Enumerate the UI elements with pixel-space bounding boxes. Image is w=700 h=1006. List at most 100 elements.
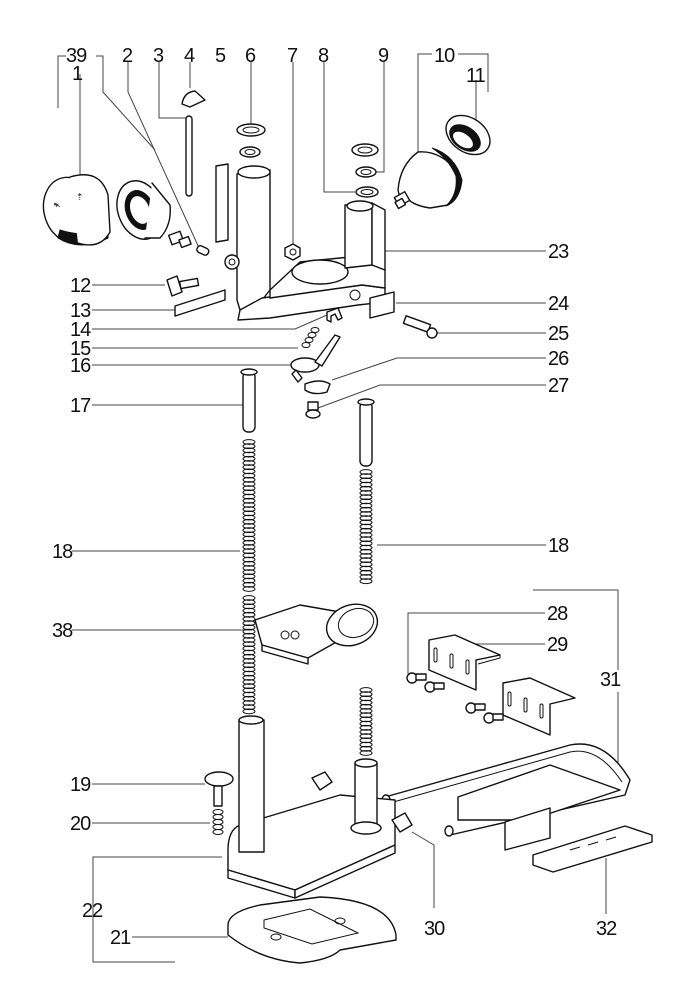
spring-coil	[242, 586, 256, 592]
spring-coil	[359, 536, 373, 543]
spring-coil	[242, 514, 256, 521]
spring-coil	[242, 573, 256, 580]
part-8-9-washers	[351, 143, 379, 198]
part-22-base-assembly	[227, 715, 396, 899]
callout-32: 32	[596, 918, 617, 940]
spring-coil	[242, 632, 256, 639]
callout-22: 22	[82, 900, 103, 922]
leader-39-left	[57, 55, 66, 108]
spring-coil	[242, 485, 256, 492]
part-15-spring	[301, 327, 320, 348]
leader-28	[407, 612, 545, 674]
spring-coil	[242, 472, 256, 479]
spring-coil	[242, 620, 256, 627]
spring-coil	[242, 708, 256, 715]
spring-coil	[242, 548, 256, 555]
spring-coil	[242, 518, 256, 525]
part-11-knob-ring	[445, 114, 491, 156]
spring-coil	[359, 712, 373, 719]
spring-coil	[242, 531, 256, 538]
part-5-strip	[215, 163, 229, 243]
part-4-tab	[181, 90, 206, 108]
leader-8	[323, 62, 355, 193]
spring-coil	[359, 708, 373, 714]
spring-coil	[359, 523, 373, 530]
spring-coil	[359, 729, 373, 735]
part-24-clamp-plate	[369, 291, 395, 319]
spring-coil	[242, 539, 256, 546]
spring-coil	[242, 443, 256, 450]
leader-39-right	[96, 55, 156, 151]
spring-coil	[242, 666, 256, 673]
spring-coil	[242, 670, 256, 677]
part-3-long-pin	[185, 115, 193, 197]
part-10-clamp-knob	[393, 147, 463, 210]
leader-3	[158, 62, 188, 119]
part-16-lever	[290, 334, 341, 383]
callout-10: 10	[434, 45, 455, 67]
part-6-circlip-washer	[236, 123, 266, 158]
part-31-parallel-guide	[381, 743, 631, 851]
spring-coil	[359, 745, 373, 752]
callout-28: 28	[547, 603, 568, 625]
spring-coil	[242, 481, 256, 487]
leader-26	[331, 357, 546, 381]
leader-22	[92, 856, 175, 963]
spring-coil	[242, 455, 256, 462]
spring-coil	[242, 653, 256, 660]
svg-text:↟: ↟	[51, 199, 63, 211]
callout-14: 14	[70, 319, 91, 341]
leader-27	[317, 384, 546, 409]
callout-6: 6	[245, 45, 256, 67]
part-20-spring	[212, 809, 224, 835]
spring-coil	[242, 493, 256, 500]
leader-10-left	[417, 53, 432, 152]
spring-coil	[242, 506, 256, 513]
spring-coil	[359, 477, 373, 484]
part-12-wing-screw	[166, 275, 200, 297]
spring-coil	[359, 469, 373, 475]
part-26-stop-plate	[304, 380, 331, 395]
spring-coil	[242, 460, 256, 466]
part-27-set-screw	[305, 401, 321, 419]
spring-coil	[359, 540, 373, 547]
spring-coil	[242, 687, 256, 694]
callout-25: 25	[548, 323, 569, 345]
callout-26: 26	[548, 348, 569, 370]
part-38-carriage	[254, 603, 379, 665]
spring-coil	[359, 737, 373, 744]
callout-13: 13	[70, 300, 91, 322]
spring-coil	[242, 599, 256, 606]
leader-lines	[57, 53, 619, 963]
leader-30	[411, 831, 435, 908]
spring-coil	[242, 704, 256, 711]
spring-coil	[359, 473, 373, 480]
spring-coil	[359, 553, 373, 559]
leader-31-top	[533, 589, 619, 670]
spring-coil	[242, 464, 256, 471]
leader-14	[92, 314, 328, 330]
spring-coil	[359, 498, 373, 505]
callout-16: 16	[70, 355, 91, 377]
spring-coil	[242, 637, 256, 643]
part-1-knob-cap: ↟ ⇡	[42, 174, 111, 246]
callout-29: 29	[547, 634, 568, 656]
part-21-base-plate	[227, 896, 397, 964]
callout-7: 7	[287, 45, 298, 67]
spring-coil	[242, 451, 256, 458]
callout-19: 19	[70, 774, 91, 796]
part-14-clip	[326, 307, 343, 323]
part-25-cap-screw	[402, 315, 438, 339]
part-28-bracket-screws	[406, 672, 504, 724]
spring-coil	[242, 497, 256, 504]
spring-coil	[242, 439, 256, 445]
callout-11: 11	[466, 65, 486, 87]
spring-coil	[359, 699, 373, 706]
spring-coil	[359, 741, 373, 748]
spring-coil	[242, 476, 256, 483]
spring-coil	[242, 645, 256, 652]
spring-coil	[242, 695, 256, 702]
spring-coil	[359, 720, 373, 727]
spring-coil	[359, 527, 373, 534]
callout-labels: 39 1 2 3 4 5 6 7 8 9 10 11 12 13 14 15 1…	[52, 45, 622, 949]
